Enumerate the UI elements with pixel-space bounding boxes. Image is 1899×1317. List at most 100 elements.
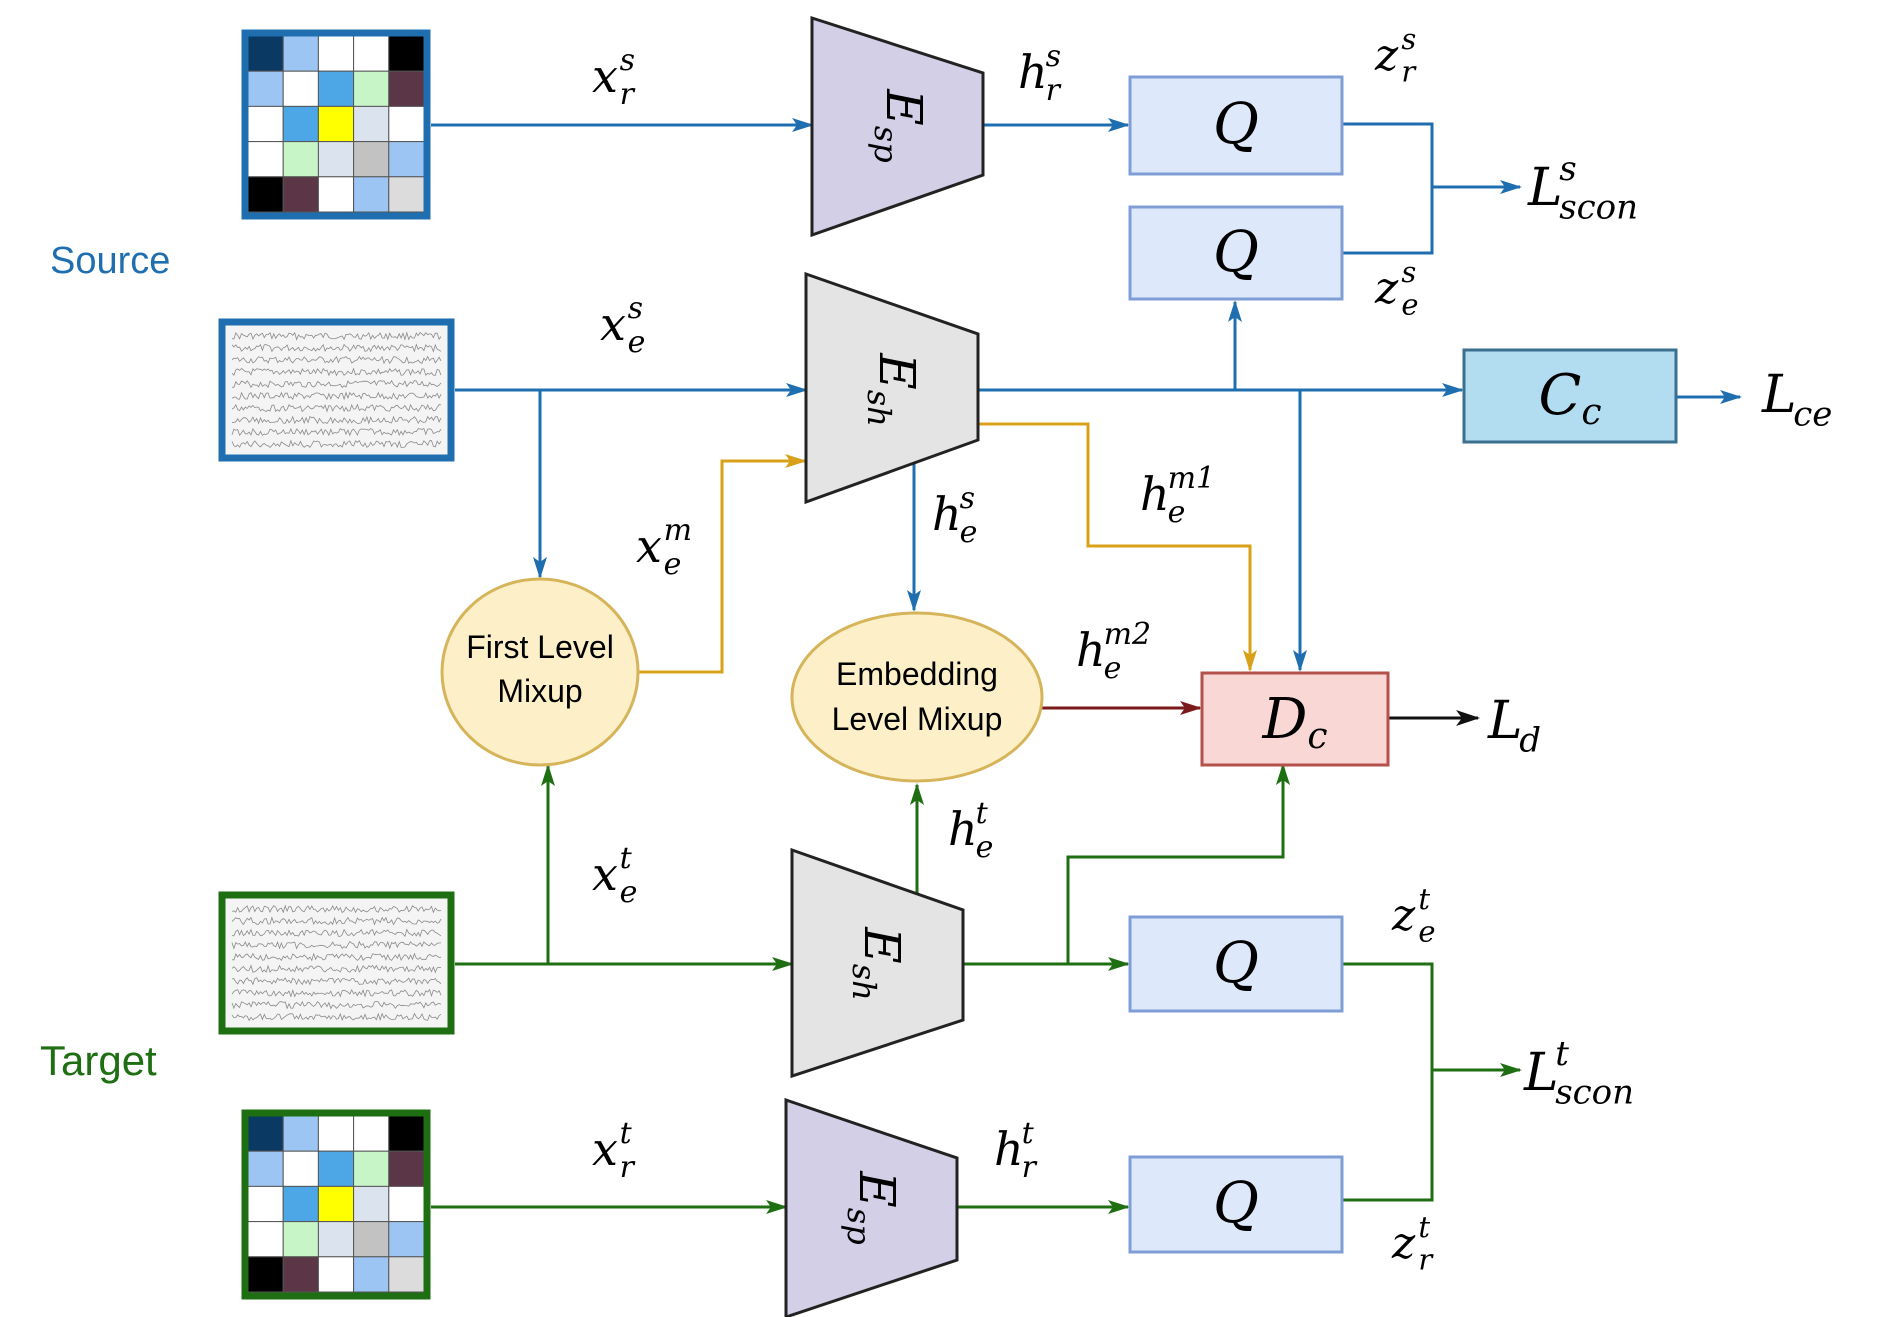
projector-q-source-r: Q	[1128, 75, 1344, 176]
label-superscript: s	[1401, 22, 1416, 56]
esh-source-sub: sh	[860, 390, 898, 427]
label-subscript: e	[960, 515, 978, 550]
label-base: L	[1487, 691, 1523, 751]
target-matrix-cell	[317, 1115, 355, 1152]
label-base: x	[592, 847, 618, 901]
label-superscript: s	[1046, 39, 1061, 74]
source-matrix-cell	[282, 141, 319, 178]
first-level-mixup: First Level Mixup	[440, 577, 640, 767]
source-eeg-trace	[231, 379, 442, 389]
target-group-label: Target	[40, 1037, 157, 1084]
label-subscript: e	[620, 875, 638, 910]
esp-target-base: E	[848, 1170, 906, 1208]
q-label: Q	[1213, 92, 1259, 157]
source-matrix-cell	[247, 105, 284, 143]
svg-text:Esp: Esp	[840, 1170, 906, 1244]
source-matrix-cell	[282, 35, 319, 72]
label-superscript: m	[664, 513, 692, 548]
label-subscript: e	[1401, 287, 1418, 321]
source-matrix-cell	[388, 35, 425, 72]
source-matrix-cell	[388, 176, 425, 213]
target-matrix-cell	[247, 1185, 284, 1223]
first-mixup-line2: Mixup	[497, 673, 582, 709]
target-eeg-trace	[231, 940, 442, 950]
svg-text:Dc: Dc	[1261, 687, 1327, 757]
target-matrix-cell	[247, 1256, 284, 1293]
label-subscript: ce	[1793, 395, 1832, 435]
label-base: L	[1761, 365, 1797, 425]
label-h-e-s: hse	[932, 481, 977, 550]
label-base: z	[1391, 1218, 1416, 1269]
source-eeg-trace	[231, 427, 442, 437]
label-superscript: s	[1559, 149, 1576, 189]
target-eeg-trace	[231, 1012, 442, 1022]
encoder-sh-target: Esh	[790, 847, 965, 1079]
label-superscript: m2	[1104, 617, 1152, 652]
q-label: Q	[1213, 1171, 1259, 1236]
svg-text:Esh: Esh	[860, 352, 926, 427]
label-base: L	[1523, 1043, 1559, 1103]
source-matrix-cell	[282, 70, 319, 107]
source-eeg-trace	[231, 367, 442, 377]
label-subscript: r	[1046, 73, 1062, 108]
svg-text:Esh: Esh	[845, 926, 911, 1001]
label-subscript: r	[620, 77, 636, 112]
label-subscript: e	[1104, 651, 1122, 686]
label-base: h	[1140, 467, 1170, 521]
source-matrix-cell	[388, 105, 425, 143]
target-matrix-cell	[282, 1256, 319, 1293]
q-label: Q	[1213, 220, 1259, 285]
cc-sub: c	[1581, 392, 1601, 433]
encoder-sp-target: Esp	[784, 1097, 959, 1317]
target-matrix-cell	[282, 1185, 319, 1223]
target-matrix-cell	[353, 1221, 390, 1258]
target-matrix-cell	[317, 1221, 355, 1258]
source-matrix-cell	[317, 105, 355, 143]
label-subscript: e	[1168, 495, 1186, 530]
source-matrix-cell	[353, 105, 390, 143]
target-eeg-trace	[231, 928, 442, 938]
label-subscript: scon	[1559, 188, 1638, 228]
label-base: L	[1527, 158, 1563, 218]
label-superscript: t	[620, 1116, 633, 1151]
arrow-xem-to-esh	[638, 454, 807, 674]
target-matrix-input	[241, 1109, 431, 1300]
arrow-hem1-to-dc	[978, 422, 1257, 672]
q-label: Q	[1213, 931, 1259, 996]
esh-source-base: E	[868, 352, 926, 390]
source-matrix-cell	[353, 176, 390, 213]
source-eeg-trace	[231, 439, 442, 449]
label-base: h	[948, 802, 978, 856]
source-matrix-cell	[282, 176, 319, 213]
target-matrix-cell	[388, 1150, 425, 1187]
label-superscript: t	[1418, 882, 1430, 916]
arrow-esh-target-to-dc	[1066, 763, 1290, 964]
label-base: h	[1018, 45, 1048, 99]
label-L-d: Ld	[1487, 691, 1541, 761]
label-superscript: t	[976, 796, 989, 831]
source-matrix-cell	[317, 176, 355, 213]
source-matrix-cell	[317, 35, 355, 72]
label-base: x	[636, 519, 662, 573]
embed-mixup-line1: Embedding	[836, 656, 998, 692]
source-eeg-trace	[231, 403, 442, 413]
embedding-level-mixup: Embedding Level Mixup	[790, 611, 1044, 783]
encoder-sh-source: Esh	[804, 271, 980, 505]
esp-source-sub: sp	[867, 126, 905, 163]
source-eeg-trace	[231, 343, 442, 353]
source-eeg-trace	[231, 331, 442, 341]
dc-sub: c	[1307, 716, 1327, 757]
source-matrix-cell	[282, 105, 319, 143]
source-eeg-trace	[231, 391, 442, 401]
label-base: z	[1374, 30, 1399, 81]
label-subscript: e	[628, 325, 646, 360]
